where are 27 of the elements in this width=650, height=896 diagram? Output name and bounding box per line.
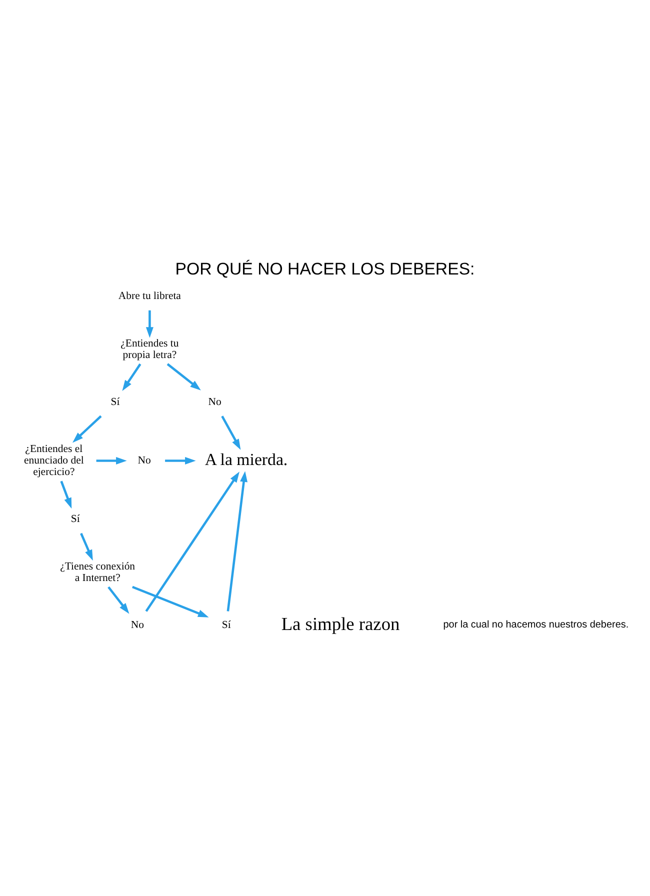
- node-text: No: [208, 395, 222, 408]
- arrow: [108, 586, 130, 614]
- arrow: [122, 362, 142, 390]
- node-text: ¿Tienes conexión a Internet?: [60, 560, 136, 584]
- arrow: [165, 456, 196, 464]
- node-text: ¿Entiendes tu propia letra?: [120, 336, 179, 360]
- caption: La simple razon: [281, 613, 400, 634]
- node-text: Sí: [70, 512, 80, 525]
- node-text: Sí: [110, 395, 120, 408]
- label: por la cual no hacemos nuestros deberes.: [443, 619, 629, 630]
- node-text: A la mierda.: [204, 450, 288, 469]
- node-text: ¿Entiendes el enunciado del ejercicio?: [24, 442, 84, 478]
- node-text: Sí: [222, 618, 231, 630]
- arrow: [146, 310, 154, 338]
- arrow: [80, 532, 93, 560]
- arrow: [132, 585, 209, 617]
- arrow: [166, 362, 201, 390]
- arrow: [221, 415, 241, 450]
- node-text: No: [138, 454, 151, 466]
- node-text: No: [130, 618, 144, 630]
- arrow: [145, 471, 240, 612]
- arrow: [96, 456, 127, 464]
- arrow: [72, 414, 102, 442]
- diagram-title: POR QUÉ NO HACER LOS DEBERES:: [175, 259, 475, 278]
- node-text: Abre tu libreta: [118, 290, 181, 302]
- arrow: [60, 480, 72, 508]
- arrow: [226, 470, 248, 611]
